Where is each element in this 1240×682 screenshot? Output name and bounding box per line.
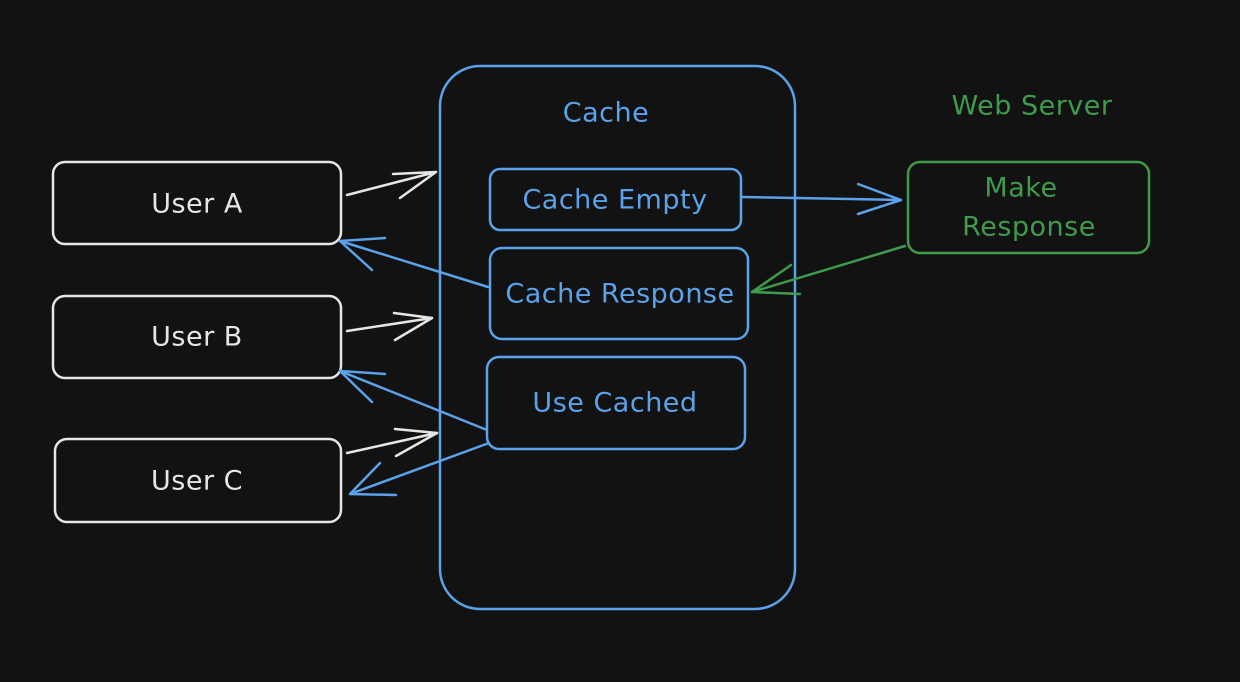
cache-response-box [488, 246, 750, 341]
user-c-request-arrow [345, 427, 439, 458]
user-b-label: User B [151, 321, 243, 353]
user-c-label: User C [151, 465, 243, 497]
cache-response-to-user-a-arrow [338, 236, 490, 289]
cache-container [438, 64, 797, 611]
cache-empty-to-server-arrow [740, 182, 903, 216]
cache-response-label: Cache Response [505, 278, 735, 310]
user-c-box [53, 437, 343, 524]
use-cached-to-user-b-arrow [338, 369, 489, 432]
use-cached-label: Use Cached [532, 387, 698, 419]
use-cached-to-user-c-arrow [348, 441, 491, 497]
cache-title: Cache [562, 97, 650, 129]
cache-empty-label: Cache Empty [522, 184, 708, 216]
cache-empty-box [488, 167, 743, 232]
user-b-request-arrow [345, 311, 434, 342]
web-server-title: Web Server [951, 90, 1113, 122]
user-b-box [51, 294, 343, 380]
use-cached-box [485, 355, 747, 451]
user-a-request-arrow [345, 170, 438, 200]
make-response-box [906, 160, 1151, 255]
user-a-box [51, 160, 343, 246]
make-response-line2: Response [962, 211, 1096, 243]
user-a-label: User A [151, 188, 243, 220]
make-response-line1: Make [984, 172, 1058, 204]
server-to-cache-response-arrow [750, 244, 907, 296]
